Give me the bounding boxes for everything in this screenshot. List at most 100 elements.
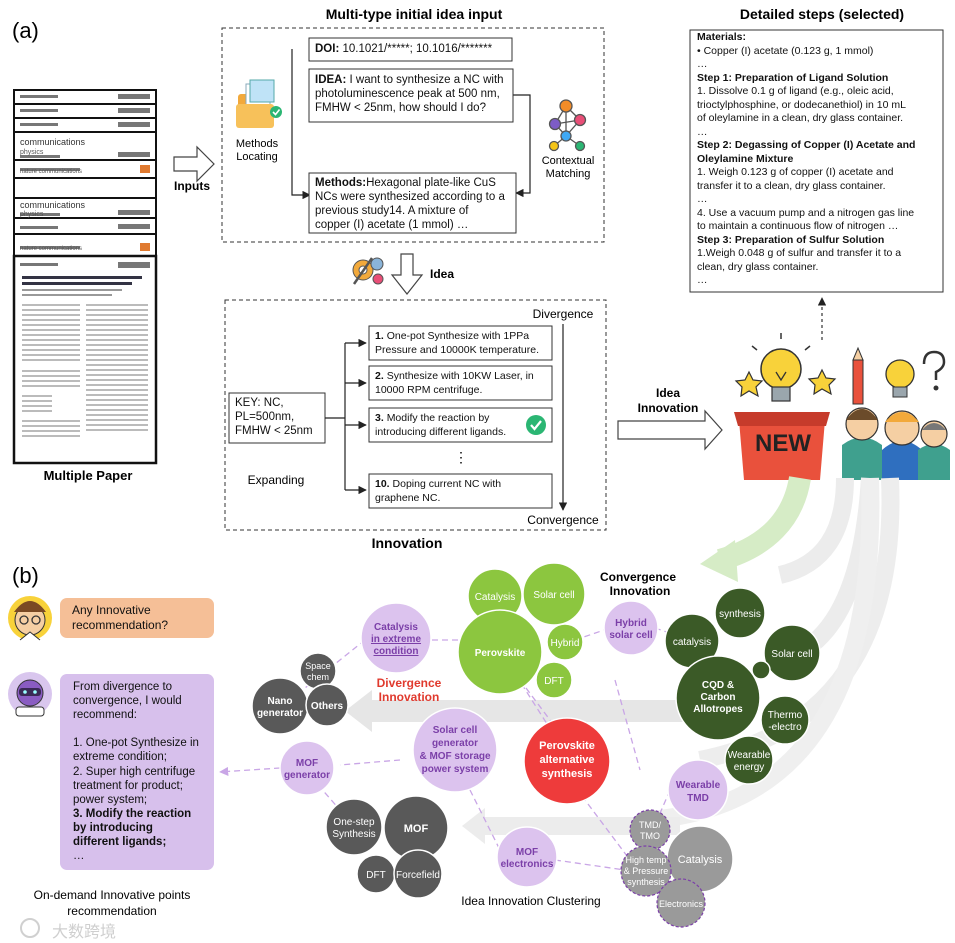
bubble-solar-cell-green[interactable] [522,562,586,626]
steps-title: Detailed steps (selected) [740,6,904,22]
bubble-wearable-tmd-label-2: TMD [687,793,709,804]
bubble-solar-cell-dark[interactable] [763,624,821,682]
divergence-flow-head [345,690,372,732]
input-title: Multi-type initial idea input [326,6,503,22]
bubble-hybrid-solar[interactable] [603,600,659,656]
bubble-dft-dark-label: DFT [366,870,385,881]
clustering-title: Idea Innovation Clustering [461,894,600,908]
options-ellipsis: ⋮ [454,449,468,465]
bubble-one-step-label-1: One-step [333,817,375,828]
paper-journal-4: physics [20,211,44,218]
bubble-cqd-label-2: Carbon [701,692,736,703]
bubble-thermo-label-2: -electro [768,722,802,733]
bubble-nano-generator-label-2: generator [257,708,303,719]
inputs-label: Inputs [174,179,210,193]
bubble-catalysis-extreme-label-1: Catalysis [374,622,418,633]
idea-innovation-label-2: Innovation [638,401,699,415]
new-label: NEW [755,430,811,457]
grey-flow-1 [777,477,854,584]
bubble-catalysis-extreme[interactable] [360,602,432,674]
bubble-mof-electronics-label-1: MOF [516,847,538,858]
network-icon [548,99,587,152]
bubble-mof-generator-label-2: generator [284,770,330,781]
bubble-tmd-label-1: TMD/ [639,820,661,830]
bubble-thermo[interactable] [760,695,810,745]
ondemand-label-1: On-demand Innovative points [34,888,191,902]
bubble-perovskite-alt-label-2: alternative [539,754,594,766]
option-box-2 [368,365,553,401]
multiple-paper-label: Multiple Paper [44,468,133,483]
bubble-perovskite-alt[interactable] [523,717,611,805]
panel-b-label: (b) [12,563,39,588]
inputs-arrow [173,145,215,183]
idea-innovation-label-1: Idea [656,386,680,400]
bubble-small-dark[interactable] [751,660,771,680]
contextual-matching-label-1: Contextual [542,155,595,167]
methods-locating-label-1: Methods [236,138,279,150]
bubble-space-chem-label-1: Space [305,661,331,671]
bubble-catalysis-extreme-label-2: in extreme [371,634,421,645]
bubble-solar-mof[interactable] [412,707,498,793]
paper-journal-1: communications [20,137,86,147]
divergence-label: Divergence [533,307,594,321]
bubble-wearable-energy-label-2: energy [734,762,765,773]
bubble-solar-mof-label-2: generator [432,738,478,749]
option-box-10 [368,473,553,509]
option-box-1 [368,325,553,361]
bubble-mof-label: MOF [404,823,429,835]
bubble-perovskite[interactable] [457,609,543,695]
bottom-flow-head [462,808,485,844]
bubble-solar-mof-label-4: power system [422,764,489,775]
bubble-high-temp-label-2: & Pressure [624,866,669,876]
bubble-tmd[interactable] [629,809,671,851]
team-icon [842,346,950,480]
expanding-tree [325,338,367,495]
bubble-cqd[interactable] [675,655,761,741]
bubble-mof-electronics[interactable] [496,826,558,888]
bubble-high-temp-label-1: High temp [625,855,666,865]
divergence-innovation-label-2: Innovation [379,690,440,704]
doi-box [308,37,513,62]
bubble-high-temp[interactable] [620,845,672,897]
bubble-electronics-label: Electronics [659,899,704,909]
methods-locating-label-2: Locating [236,151,278,163]
bubble-wearable-energy[interactable] [724,735,774,785]
convergence-innovation-label-1: Convergence [600,570,676,584]
idea-innovation-arrow [617,409,723,451]
divergence-innovation-label-1: Divergence [377,676,442,690]
ondemand-label-2: recommendation [67,904,156,918]
paper-stack: communications physics communications ph… [12,89,158,465]
bubble-forcefield[interactable] [393,849,443,899]
convergence-innovation-label-2: Innovation [610,584,671,598]
bubble-others-label: Others [311,701,344,712]
bubble-hybrid[interactable] [546,623,584,661]
expanding-label: Expanding [248,473,305,487]
bubble-hybrid-solar-label-1: Hybrid [615,618,647,629]
bubble-synthesis-dark-label: synthesis [719,609,761,620]
bubble-solar-cell-green-label: Solar cell [533,590,574,601]
bubble-synthesis-dark[interactable] [714,587,766,639]
bubble-wearable-tmd-label-1: Wearable [676,780,721,791]
contextual-matching-label-2: Matching [546,168,591,180]
bubble-forcefield-label: Forcefield [396,870,440,881]
convergence-label: Convergence [527,513,599,527]
bubble-electronics[interactable] [656,878,706,928]
bubble-thermo-label-1: Thermo [768,710,803,721]
bubble-others[interactable] [305,683,349,727]
innovation-frame [224,299,607,531]
bubble-hybrid-label: Hybrid [551,638,580,649]
bubble-wearable-tmd[interactable] [667,759,729,821]
folder-icon [236,79,282,128]
bubble-catalysis-extreme-label-3: condition [374,646,419,657]
bubble-perovskite-alt-label-3: synthesis [542,768,593,780]
paper-journal-6: nature communications [20,246,82,252]
idea-box [308,68,514,123]
bubble-hybrid-solar-label-2: solar cell [609,630,653,641]
bubble-cqd-label-1: CQD & [702,680,734,691]
connector-locating [291,49,311,200]
bubble-dft-green[interactable] [535,661,573,699]
bubble-nano-generator-label-1: Nano [268,696,293,707]
bubble-one-step[interactable] [325,798,383,856]
bubble-mof-generator[interactable] [279,740,335,796]
